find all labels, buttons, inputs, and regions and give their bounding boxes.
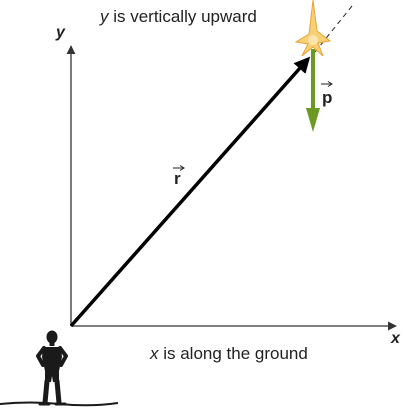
ground-line	[0, 401, 119, 407]
position-vector-letter: r	[174, 169, 181, 188]
explosion-burst-icon	[294, 0, 332, 57]
momentum-vector-p	[306, 49, 320, 132]
caption-text-vertical: is vertically upward	[109, 7, 257, 26]
trajectory-dashed-line	[314, 5, 353, 53]
momentum-vector-letter: p	[322, 88, 332, 107]
caption-variable-x: x	[149, 344, 159, 363]
horizontal-axis-caption: x is along the ground	[149, 344, 308, 363]
vertical-axis-caption: y is vertically upward	[99, 7, 257, 26]
y-axis-label: y	[55, 24, 66, 41]
position-vector-r	[69, 56, 311, 328]
x-axis-label: x	[390, 330, 401, 347]
position-vector-label: r	[173, 165, 185, 188]
momentum-vector-label: p	[321, 81, 333, 107]
caption-variable-y: y	[99, 7, 110, 26]
standing-person-icon	[36, 330, 68, 406]
caption-text-horizontal: is along the ground	[159, 344, 308, 363]
